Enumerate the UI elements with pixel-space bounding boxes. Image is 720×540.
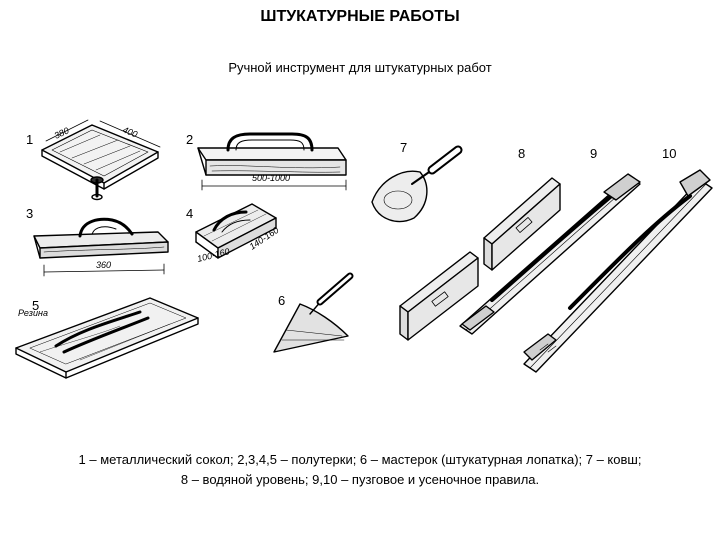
figure-number-10: 10	[662, 146, 677, 161]
page-title: ШТУКАТУРНЫЕ РАБОТЫ	[260, 8, 460, 25]
tool1-dimension-b: 400	[121, 125, 139, 140]
caption-line-2: 8 – водяной уровень; 9,10 – пузговое и у…	[180, 472, 540, 487]
figure-number-2: 2	[186, 132, 194, 147]
tool3-dimension: 360	[96, 260, 111, 270]
rubber-float-drawing	[15, 297, 199, 379]
figure-number-8: 8	[518, 146, 526, 161]
small-float-drawing	[195, 203, 277, 259]
figure-number-4: 4	[186, 206, 194, 221]
trowel-drawing	[273, 272, 354, 353]
tool2-dimension: 500-1000	[252, 173, 290, 183]
metal-hawk-drawing	[41, 119, 161, 201]
corner-rule-10-drawing	[523, 169, 713, 373]
water-level-drawing	[399, 177, 561, 341]
page-subtitle: Ручной инструмент для штукатурных работ	[228, 60, 492, 75]
figure-number-7: 7	[400, 140, 408, 155]
figure-caption: 1 – металлический сокол; 2,3,4,5 – полут…	[18, 450, 702, 490]
tool4-dimension-a: 100-160	[196, 246, 230, 264]
figure-number-6: 6	[278, 293, 286, 308]
figure-number-3: 3	[26, 206, 34, 221]
figure-number-5: 5	[32, 298, 40, 313]
figure-number-9: 9	[590, 146, 598, 161]
figure-number-1: 1	[26, 132, 34, 147]
tool5-rubber-label: Резина	[18, 308, 48, 318]
float-with-handle-drawing	[33, 217, 169, 277]
large-float-drawing	[197, 132, 347, 191]
straightedge-rule-9-drawing	[459, 173, 641, 335]
caption-line-1: 1 – металлический сокол; 2,3,4,5 – полут…	[78, 452, 642, 467]
ladle-drawing	[371, 145, 463, 223]
